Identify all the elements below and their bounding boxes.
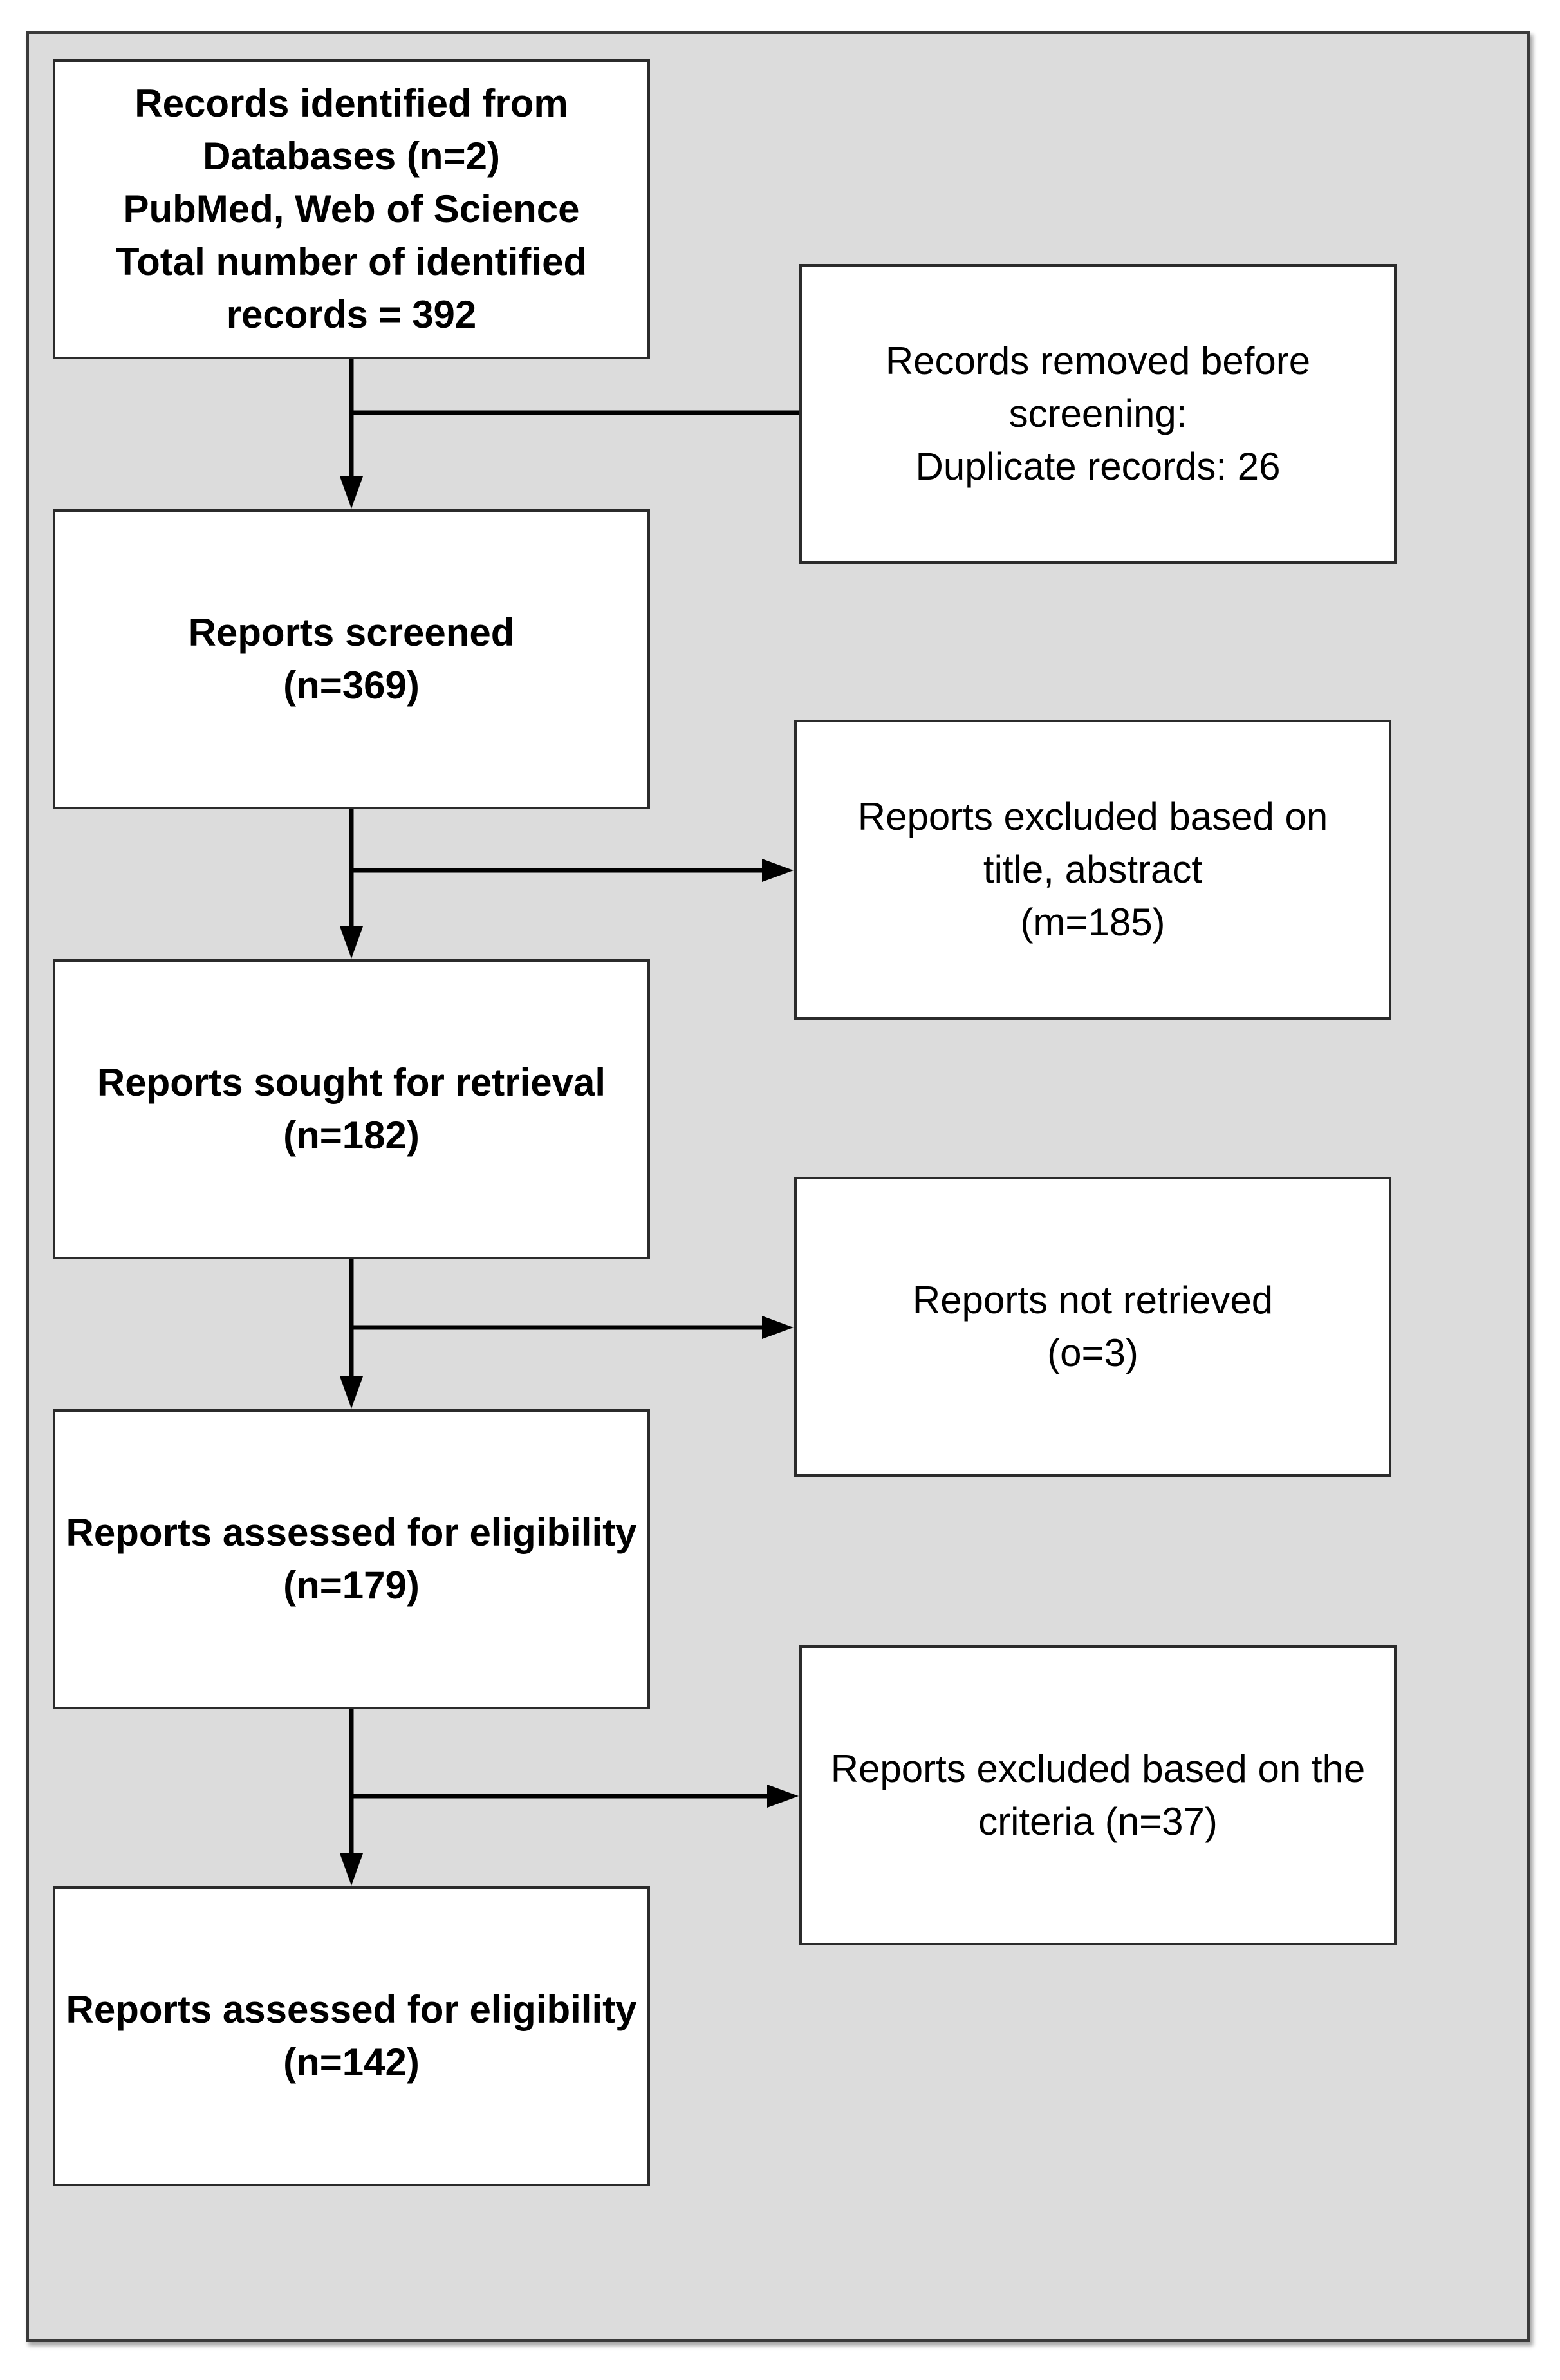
arrowhead-down [340, 1853, 363, 1886]
arrowhead-down [340, 1376, 363, 1409]
reports-not-retrieved-box: Reports not retrieved (o=3) [794, 1177, 1391, 1477]
box-line: Reports sought for retrieval [97, 1061, 606, 1104]
box-line: Reports screened [188, 611, 515, 654]
box-line: Reports assessed for eligibility [66, 1511, 637, 1554]
box-line: records = 392 [226, 293, 477, 336]
reports-screened-box: Reports screened (n=369) [53, 509, 650, 809]
box-line: (n=369) [283, 664, 420, 707]
box-line: screening: [1008, 392, 1187, 435]
box-line: (m=185) [1020, 901, 1165, 944]
reports-excluded-title-box: Reports excluded based on title, abstrac… [794, 720, 1391, 1020]
box-line: (n=182) [283, 1114, 420, 1157]
box-line: (n=179) [283, 1564, 420, 1607]
reports-assessed-box: Reports assessed for eligibility (n=179) [53, 1409, 650, 1709]
reports-excluded-criteria-box: Reports excluded based on the criteria (… [799, 1645, 1397, 1945]
arrowhead-down [340, 926, 363, 959]
box-line: (n=142) [283, 2041, 420, 2084]
box-line: criteria (n=37) [978, 1800, 1218, 1843]
arrowhead-right [762, 1316, 794, 1339]
arrowhead-right [767, 1785, 799, 1808]
reports-sought-box: Reports sought for retrieval (n=182) [53, 959, 650, 1259]
box-line: Reports assessed for eligibility [66, 1988, 637, 2031]
box-line: PubMed, Web of Science [123, 187, 580, 230]
records-removed-box: Records removed before screening: Duplic… [799, 264, 1397, 564]
box-line: Databases (n=2) [203, 135, 500, 178]
box-line: Reports not retrieved [912, 1279, 1274, 1322]
box-line: Records identified from [135, 82, 568, 125]
box-line: Duplicate records: 26 [915, 445, 1281, 488]
box-line: Total number of identified [115, 240, 588, 283]
box-line: Records removed before [885, 339, 1311, 382]
box-line: (o=3) [1047, 1331, 1138, 1374]
reports-final-box: Reports assessed for eligibility (n=142) [53, 1886, 650, 2186]
box-line: title, abstract [983, 848, 1203, 891]
records-identified-box: Records identified from Databases (n=2) … [53, 59, 650, 359]
arrowhead-down [340, 476, 363, 509]
box-line: Reports excluded based on the [830, 1747, 1366, 1790]
arrowhead-right [762, 859, 794, 882]
box-line: Reports excluded based on [857, 795, 1328, 838]
